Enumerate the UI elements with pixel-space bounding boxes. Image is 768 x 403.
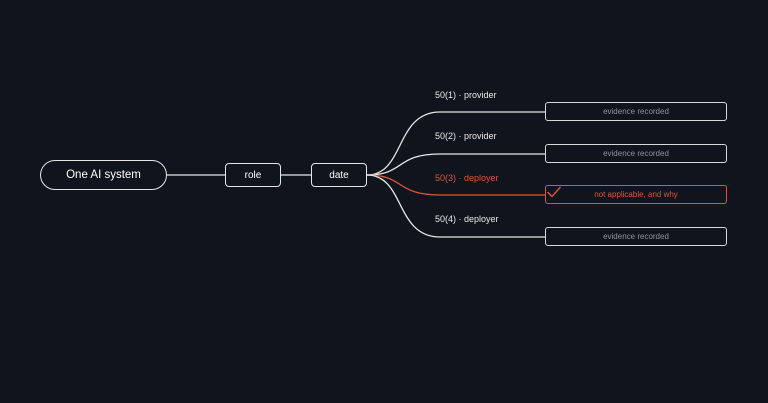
result-text: evidence recorded	[603, 232, 669, 241]
result-box-50-1: evidence recorded	[545, 102, 727, 121]
result-text: evidence recorded	[603, 149, 669, 158]
check-icon	[547, 186, 562, 198]
date-node-label: date	[329, 169, 349, 181]
result-box-50-4: evidence recorded	[545, 227, 727, 246]
branch-line-3	[366, 174, 545, 196]
branch-line-4	[366, 174, 545, 238]
result-box-50-3: not applicable, and why	[545, 185, 727, 204]
date-node: date	[311, 163, 367, 187]
branch-label-50-1: 50(1) · provider	[435, 90, 497, 100]
result-box-50-2: evidence recorded	[545, 144, 727, 163]
branch-label-50-3: 50(3) · deployer	[435, 173, 499, 183]
root-node: One AI system	[40, 160, 167, 190]
branch-line-1	[366, 111, 545, 176]
result-text: evidence recorded	[603, 107, 669, 116]
root-node-label: One AI system	[66, 169, 141, 181]
result-text: not applicable, and why	[594, 190, 678, 199]
branch-line-2	[366, 153, 545, 176]
role-node-label: role	[244, 169, 262, 181]
branch-label-50-2: 50(2) · provider	[435, 131, 497, 141]
branch-label-50-4: 50(4) · deployer	[435, 214, 499, 224]
role-node: role	[225, 163, 281, 187]
